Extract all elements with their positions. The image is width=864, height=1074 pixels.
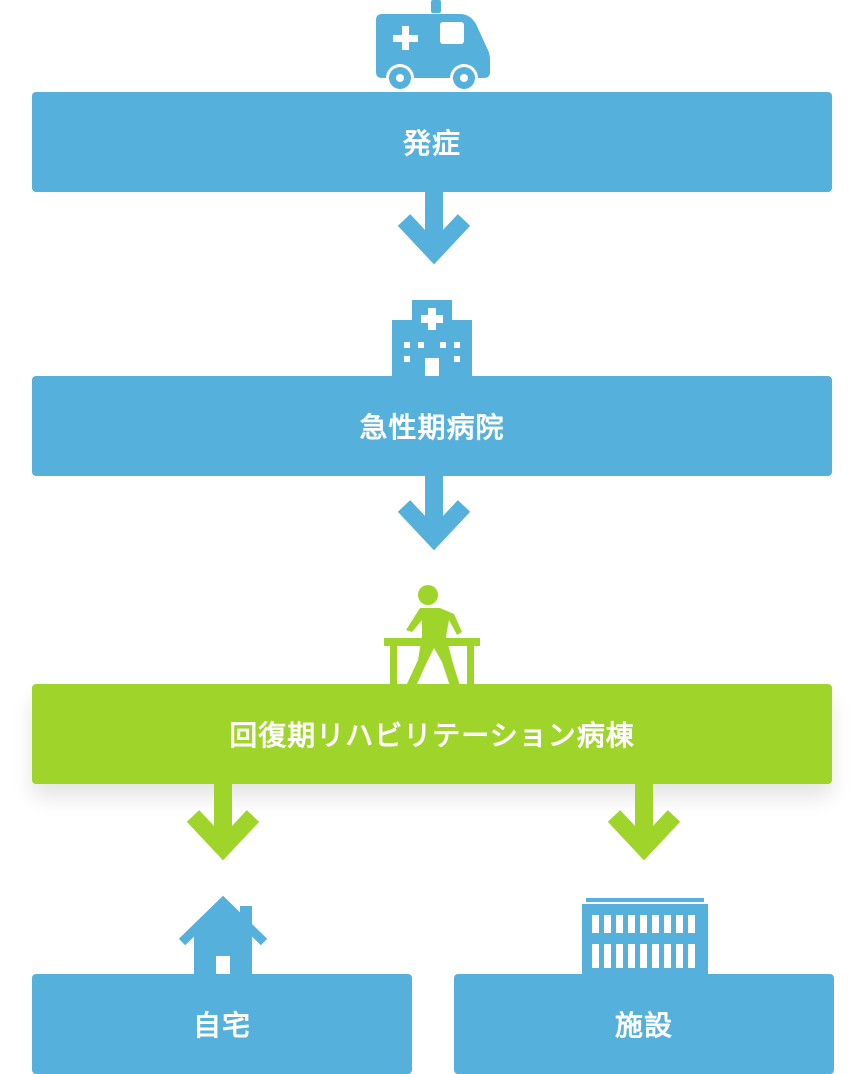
down-arrow-icon xyxy=(187,784,259,861)
house-icon xyxy=(178,895,268,976)
step-recovery-rehab-ward-box: 回復期リハビリテーション病棟 xyxy=(32,684,832,784)
step-onset-label: 発症 xyxy=(402,127,461,160)
down-arrow-icon xyxy=(608,784,680,861)
down-arrow-icon xyxy=(398,476,470,551)
step-onset-box: 発症 xyxy=(32,92,832,192)
rehabilitation-walker-icon xyxy=(384,585,480,686)
step-home-label: 自宅 xyxy=(192,1009,251,1042)
step-recovery-rehab-ward-label: 回復期リハビリテーション病棟 xyxy=(229,719,635,752)
step-home-box: 自宅 xyxy=(32,974,412,1074)
step-acute-hospital-label: 急性期病院 xyxy=(359,411,505,444)
hospital-icon xyxy=(392,300,472,378)
down-arrow-icon xyxy=(398,192,470,265)
step-facility-label: 施設 xyxy=(614,1009,673,1042)
step-acute-hospital-box: 急性期病院 xyxy=(32,376,832,476)
ambulance-icon xyxy=(376,0,490,92)
facility-building-icon xyxy=(582,898,708,976)
step-facility-box: 施設 xyxy=(454,974,834,1074)
